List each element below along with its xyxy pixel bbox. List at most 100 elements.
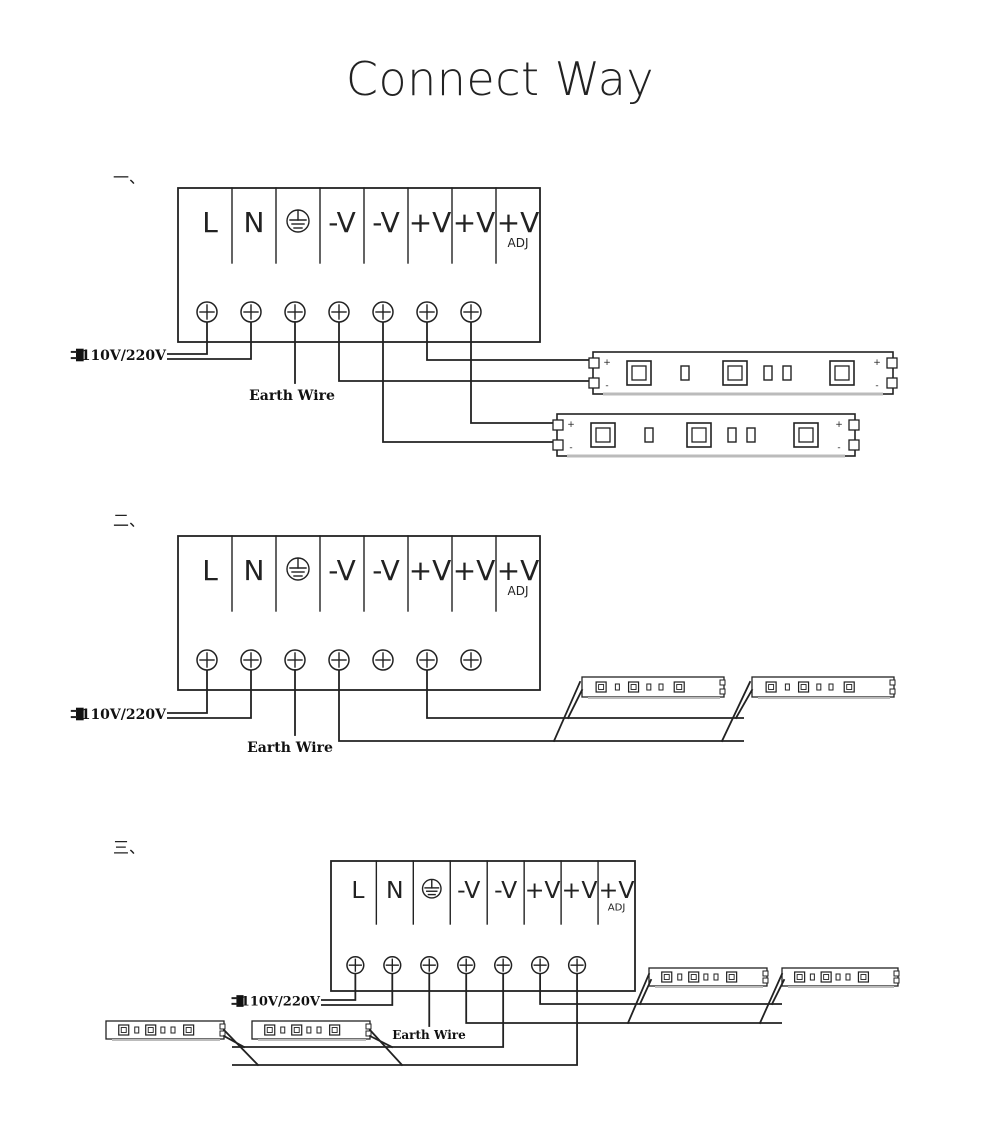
led-chip-lens [331,1027,338,1033]
solder-pad [719,688,726,695]
resistor-icon [809,973,815,981]
led-chip-lens [266,1027,273,1033]
strip-minus-label: - [569,443,572,453]
wire-live [167,322,208,355]
resistor-icon [816,683,822,691]
resistor-icon [644,427,654,443]
led-chip-lens [690,974,697,980]
earth-wire-label: Earth Wire [249,388,335,404]
wire-branch [734,688,754,720]
led-strip-section-3-a [648,967,769,988]
led-strip-section-1-b: +-+- [552,413,860,458]
mains-plug-section-1: 110V/220V [70,348,167,364]
earth-ground-circle [286,209,310,233]
earth-wire-label: Earth Wire [392,1028,466,1042]
mains-voltage-label: 110V/220V [81,348,167,364]
led-chip-lens [120,1027,127,1033]
solder-pad [588,377,600,389]
adj-label: ADJ [508,584,529,598]
wire-neutral [167,670,252,719]
led-chip-icon [722,360,748,386]
wire-branch [626,972,651,1025]
plug-icon [75,348,84,362]
terminal-label: -V [328,554,356,587]
terminal-label: L [351,876,364,904]
strip-minus-label: - [837,443,840,453]
led-strip-section-2-b [751,676,896,699]
earth-ground-icon [421,878,442,899]
resistor-icon [170,1026,176,1034]
wire-negative [382,322,553,443]
section-marker-1: 一、 [113,168,145,187]
solder-pad [893,970,900,977]
wire-live [167,670,208,714]
wire-branch [222,1028,260,1067]
solder-pad [365,1030,372,1037]
led-chip-lens [768,684,775,690]
led-strip-section-3-b [781,967,900,988]
solder-pad [889,679,896,686]
terminal-label: -V [494,876,517,904]
led-chip-lens [846,684,853,690]
resistor-icon [782,365,792,381]
resistor-icon [784,683,790,691]
led-chip-lens [631,365,647,381]
resistor-icon [763,365,773,381]
earth-ground-circle [421,878,442,899]
terminal-label: L [202,554,218,587]
section-marker-2: 二、 [113,511,145,530]
terminal-label: -V [372,206,400,239]
mains-plug-section-2: 110V/220V [70,707,167,723]
resistor-icon [828,683,834,691]
terminal-label: +V [525,876,561,904]
terminal-label: +V [562,876,598,904]
solder-pad [552,419,564,431]
solder-pad [365,1023,372,1030]
led-strip-section-3-c [105,1020,226,1041]
led-chip-lens [728,974,735,980]
led-chip-lens [185,1027,192,1033]
mains-voltage-label: 110V/220V [81,707,167,723]
resistor-icon [835,973,841,981]
adj-label: ADJ [608,903,626,914]
solder-pad [886,357,898,369]
wire-positive-bus [426,670,744,719]
terminal-label: N [386,876,404,904]
led-strip-section-1-a: +-+- [588,351,898,396]
resistor-icon [658,683,664,691]
wire-live [321,973,357,1001]
resistor-icon [845,973,851,981]
led-chip-lens [796,974,803,980]
solder-pad [219,1030,226,1037]
solder-pad [848,419,860,431]
wire-negative [338,322,589,382]
led-chip-lens [798,427,814,443]
led-chip-lens [676,684,683,690]
solder-pad [848,439,860,451]
led-chip-lens [293,1027,300,1033]
wire-branch [368,1028,404,1067]
terminal-label: -V [457,876,480,904]
resistor-icon [703,973,709,981]
led-chip-lens [800,684,807,690]
section-marker-3: 三、 [113,838,145,857]
adj-label: ADJ [508,236,529,250]
strip-plus-label: + [603,358,611,368]
wire-branch [368,1034,394,1049]
wire-branch [770,978,786,1006]
terminal-label: L [202,206,218,239]
led-chip-lens [834,365,850,381]
wire-negative-bus [338,670,744,742]
wire-neutral [321,973,394,1006]
solder-pad [552,439,564,451]
mains-voltage-label: 110V/220V [241,995,321,1010]
resistor-icon [680,365,690,381]
solder-pad [762,977,769,984]
wire-branch [566,688,584,720]
led-chip-lens [663,974,670,980]
terminal-label: N [244,206,265,239]
terminal-label: +V [599,876,635,904]
